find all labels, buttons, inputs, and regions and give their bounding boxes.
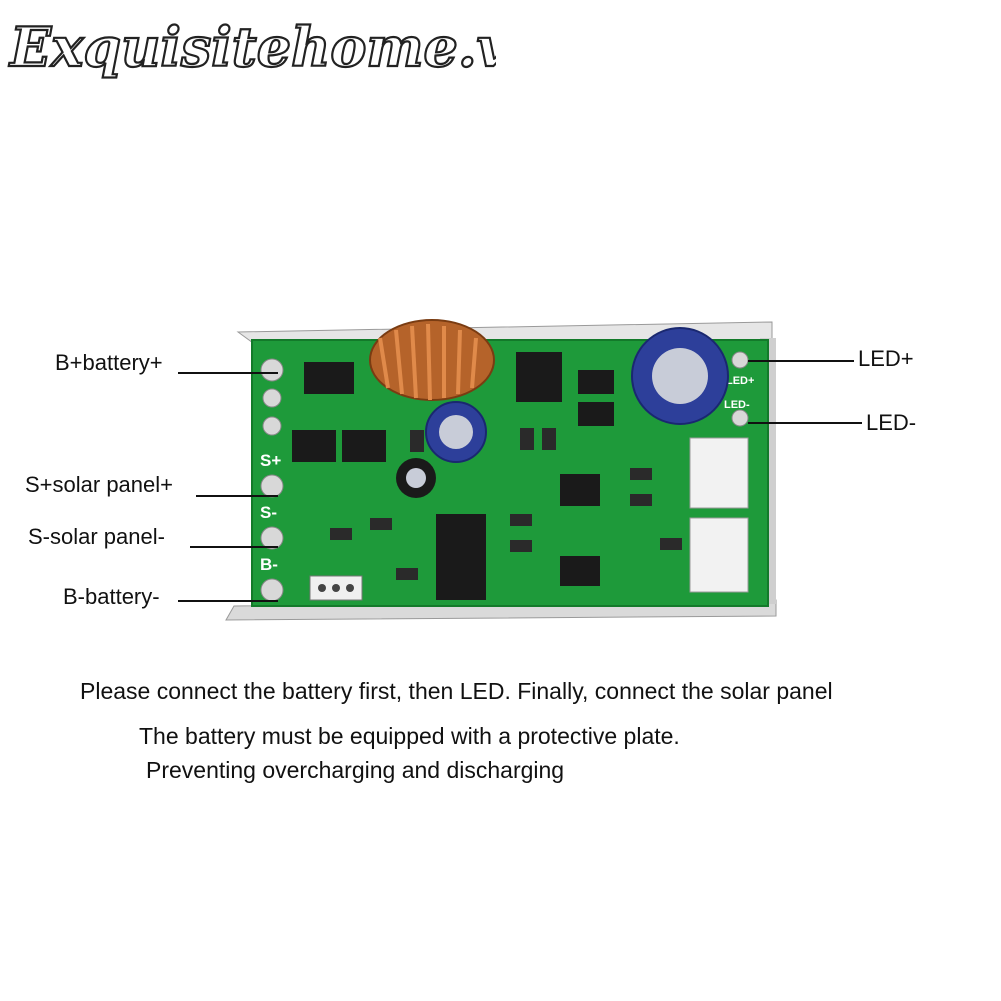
pcb-board-photo: S+ S- B- LED+ LED- [225,319,777,621]
instruction-line-3: Preventing overcharging and discharging [146,757,565,783]
silk-b-minus: B- [260,555,278,574]
leader-led-minus [748,422,862,424]
watermark-text: Exquisitehome.vn [8,15,496,79]
instruction-line-2: The battery must be equipped with a prot… [139,723,680,749]
label-solar-minus: S-solar panel- [28,524,165,549]
leader-led-plus [748,360,854,362]
label-battery-minus: B-battery- [63,584,160,609]
silk-s-minus: S- [260,503,277,522]
leader-battery-minus [178,600,278,602]
watermark-logo: Exquisitehome.vn [7,14,496,80]
leader-battery-plus [178,372,278,374]
label-solar-plus: S+solar panel+ [25,472,173,497]
leader-solar-plus [196,495,278,497]
silk-s-plus: S+ [260,451,281,470]
leader-solar-minus [190,546,278,548]
silk-led-minus: LED- [724,399,750,411]
silk-led-plus: LED+ [726,375,754,387]
label-led-minus: LED- [866,410,917,435]
instruction-line-1: Please connect the battery first, then L… [80,678,833,704]
label-battery-plus: B+battery+ [55,350,163,375]
label-led-plus: LED+ [858,346,914,371]
